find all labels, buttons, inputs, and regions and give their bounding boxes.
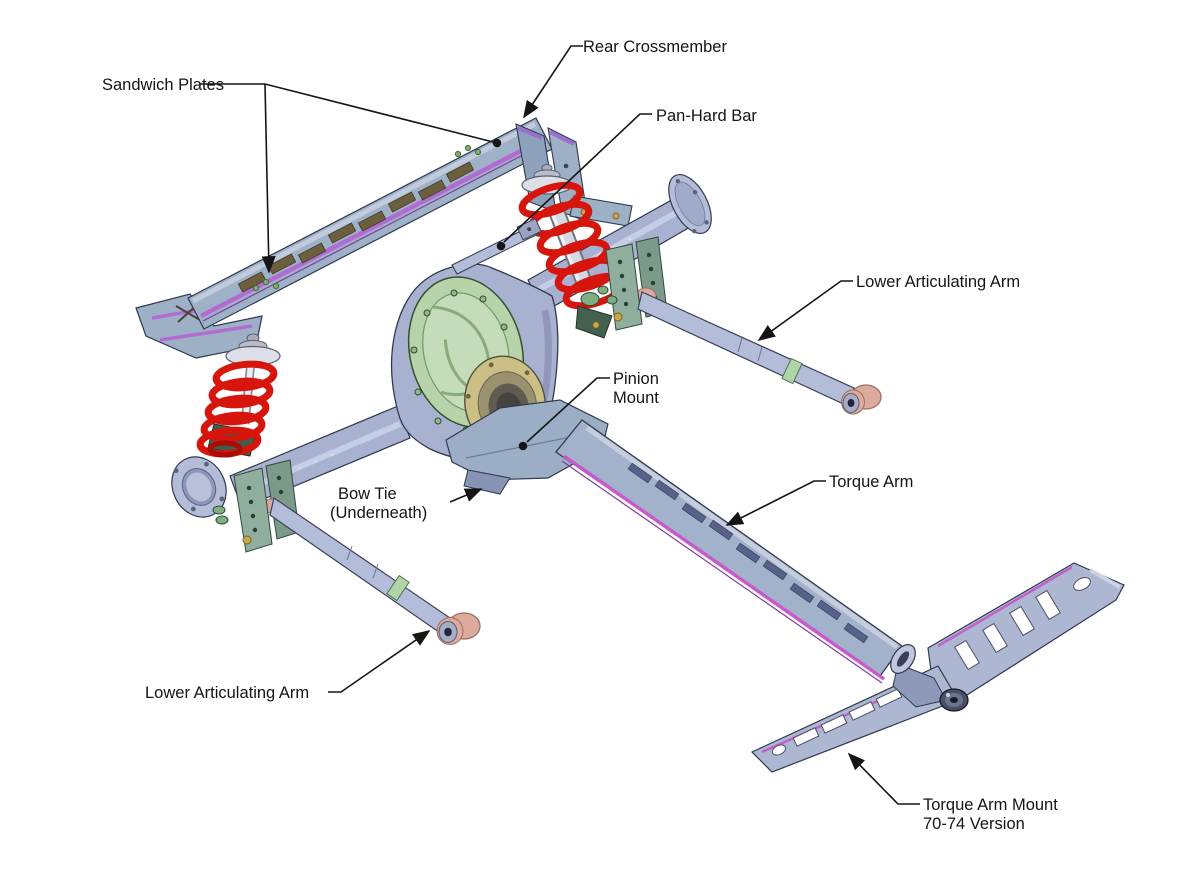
callout-torque-arm-mount: Torque Arm Mount 70-74 Version [847, 752, 1058, 833]
torque-arm-mount-part [750, 562, 1125, 773]
callout-label: Pan-Hard Bar [656, 107, 757, 125]
callout-bow-tie: Bow Tie (Underneath) [330, 485, 483, 522]
callout-label: 70-74 Version [923, 815, 1025, 833]
callout-sandwich-plates: Sandwich Plates [102, 76, 502, 274]
gasket-marks [252, 144, 482, 292]
callout-pinion-mount: Pinion Mount [518, 370, 659, 451]
callout-pan-hard-bar: Pan-Hard Bar [496, 107, 757, 251]
callout-label: Torque Arm Mount [923, 796, 1058, 814]
left-coilover [196, 333, 281, 458]
rear-crossmember-part [135, 117, 633, 359]
pan-hard-bar-part [451, 217, 542, 275]
lower-arm-right-part [637, 291, 882, 415]
callout-label: Lower Articulating Arm [145, 684, 309, 702]
left-axle-flange [171, 456, 227, 518]
callout-label: (Underneath) [330, 504, 427, 522]
callout-label: Pinion [613, 370, 659, 388]
callout-label: Lower Articulating Arm [856, 273, 1020, 291]
lower-arm-left-part [269, 497, 481, 645]
callout-label: Bow Tie [338, 485, 397, 503]
callout-lower-articulating-arm-right: Lower Articulating Arm [757, 273, 1020, 342]
callout-label: Mount [613, 389, 659, 407]
torque-arm-slots [627, 462, 869, 644]
torque-arm-part [445, 399, 916, 684]
callout-label: Sandwich Plates [102, 76, 224, 94]
bow-tie-plate [463, 469, 511, 495]
callout-label: Torque Arm [829, 473, 913, 491]
callout-torque-arm: Torque Arm [725, 473, 913, 526]
callout-lower-articulating-arm-left: Lower Articulating Arm [145, 629, 431, 702]
callout-label: Rear Crossmember [583, 38, 727, 56]
right-axle-flange [668, 174, 712, 234]
callout-rear-crossmember: Rear Crossmember [523, 38, 727, 119]
callouts: Rear Crossmember Sandwich Plates Pan-Har… [102, 38, 1058, 833]
mount-bushing [939, 688, 969, 712]
